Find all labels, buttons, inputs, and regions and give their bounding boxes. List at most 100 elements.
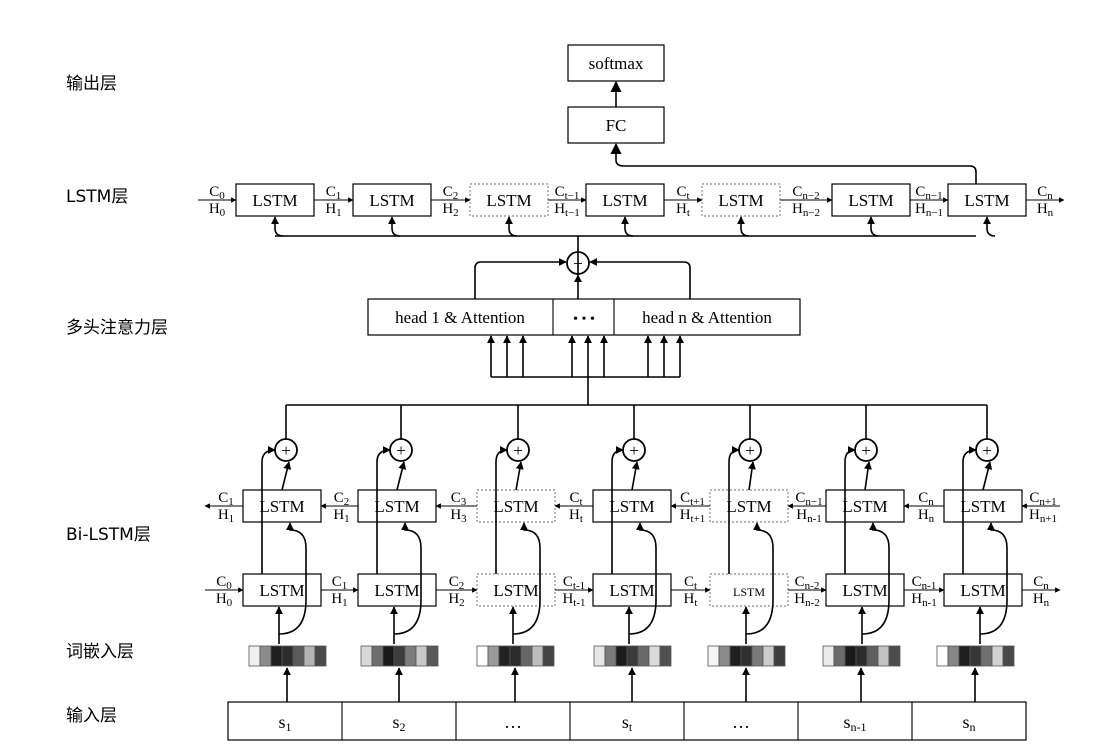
backward-to-sum-arrow	[281, 461, 292, 491]
embedding-to-backward-arrow	[745, 522, 774, 635]
plus-icon: +	[513, 441, 523, 460]
embedding-to-backward-arrow	[979, 522, 1008, 635]
lstm-layer-label: LSTM层	[66, 187, 128, 207]
forward-lstm-cell	[709, 573, 789, 607]
fc-box	[567, 106, 665, 144]
fc-label: FC	[606, 116, 627, 135]
embedding-cell	[659, 645, 672, 667]
softmax-label: softmax	[589, 54, 644, 73]
forward-to-sum-arrow	[611, 446, 624, 574]
top-hidden-state-label: Hn	[1037, 201, 1054, 219]
forward-lstm-label: LSTM	[259, 581, 304, 600]
embedding-cell	[773, 645, 786, 667]
attention-to-lstm-arrow	[867, 216, 880, 237]
forward-lstm-label: LSTM	[493, 581, 538, 600]
plus-icon: +	[396, 441, 406, 460]
backward-hidden-state-label: Hn	[918, 507, 935, 525]
backward-cell-state-label: Cn−1	[795, 490, 822, 508]
attention-ellipsis: • • •	[573, 312, 595, 327]
embedding-cell	[314, 645, 327, 667]
input-token: st	[622, 712, 633, 734]
forward-hidden-state-label: Ht-1	[562, 591, 585, 609]
top-cell-state-label: Cn−2	[792, 184, 819, 202]
top-cell-state-label: Ct−1	[555, 184, 580, 202]
embedding-cell	[531, 645, 544, 667]
top-lstm-cell	[469, 183, 549, 217]
embedding-cell	[520, 645, 533, 667]
plus-icon: +	[629, 441, 639, 460]
embedding-cell	[969, 645, 982, 667]
backward-lstm-label: LSTM	[842, 497, 887, 516]
embedding-cell	[751, 645, 764, 667]
softmax-box	[567, 44, 665, 82]
top-hidden-state-label: Ht−1	[554, 201, 580, 219]
embedding-cell	[360, 645, 373, 667]
top-cell-state-label: C2	[443, 184, 459, 202]
embedding-cell	[718, 645, 731, 667]
forward-to-sum-arrow	[728, 446, 740, 574]
embedding-cell	[855, 645, 868, 667]
plus-icon: +	[861, 441, 871, 460]
forward-lstm-label: LSTM	[842, 581, 887, 600]
embedding-cell	[822, 645, 835, 667]
backward-hidden-state-label: Ht+1	[680, 507, 706, 525]
top-lstm-cell	[352, 183, 432, 217]
embedding-cell	[415, 645, 428, 667]
backward-lstm-cell	[592, 489, 672, 523]
embedding-cell	[593, 645, 606, 667]
top-lstm-label: LSTM	[602, 191, 647, 210]
embedding-cell	[404, 645, 417, 667]
embedding-cell	[729, 645, 742, 667]
plus-icon: +	[982, 441, 992, 460]
top-lstm-label: LSTM	[848, 191, 893, 210]
embedding-to-backward-arrow	[628, 522, 657, 635]
backward-hidden-state-label: H1	[218, 507, 234, 525]
embedding-cell	[382, 645, 395, 667]
embedding-cell	[248, 645, 261, 667]
embedding-cell	[1002, 645, 1015, 667]
embedding-cell	[888, 645, 901, 667]
embedding-cell	[637, 645, 650, 667]
embedding-cell	[762, 645, 775, 667]
attention-block	[367, 298, 801, 336]
embedding-cell	[270, 645, 283, 667]
backward-cell-state-label: C3	[451, 490, 467, 508]
input-token: s2	[392, 712, 405, 734]
top-lstm-label: LSTM	[252, 191, 297, 210]
attention-head-n-label: head n & Attention	[642, 308, 772, 327]
embedding-cell	[877, 645, 890, 667]
top-cell-state-label: Ct	[676, 184, 689, 202]
input-token: …	[732, 712, 750, 732]
input-token: …	[504, 712, 522, 732]
top-hidden-state-label: H0	[209, 201, 226, 219]
top-lstm-cell	[701, 183, 781, 217]
embedding-to-backward-arrow	[512, 522, 541, 635]
backward-hidden-state-label: Hn+1	[1029, 507, 1057, 525]
top-hidden-state-label: H1	[325, 201, 341, 219]
forward-lstm-cell	[357, 573, 437, 607]
attention-to-lstm-arrow	[737, 216, 750, 237]
backward-cell-state-label: C1	[218, 490, 234, 508]
embedding-cell	[371, 645, 384, 667]
embedding-cell	[487, 645, 500, 667]
embedding-cell	[866, 645, 879, 667]
backward-cell-state-label: Cn+1	[1029, 490, 1056, 508]
embedding-cell	[615, 645, 628, 667]
backward-lstm-label: LSTM	[374, 497, 419, 516]
embedding-cell	[626, 645, 639, 667]
backward-hidden-state-label: H1	[333, 507, 349, 525]
input-layer-label: 输入层	[66, 706, 117, 726]
embedding-cell	[958, 645, 971, 667]
forward-to-sum-arrow	[844, 446, 856, 574]
embedding-cell	[393, 645, 406, 667]
embedding-cell	[542, 645, 555, 667]
backward-lstm-label: LSTM	[493, 497, 538, 516]
backward-hidden-state-label: H3	[450, 507, 467, 525]
top-lstm-label: LSTM	[369, 191, 414, 210]
attention-head-1-label: head 1 & Attention	[395, 308, 525, 327]
embedding-to-backward-arrow	[278, 522, 307, 635]
output-layer-label: 输出层	[66, 74, 117, 94]
backward-cell-state-label: Cn	[918, 490, 934, 508]
head1-to-sum-arrow	[474, 258, 567, 299]
